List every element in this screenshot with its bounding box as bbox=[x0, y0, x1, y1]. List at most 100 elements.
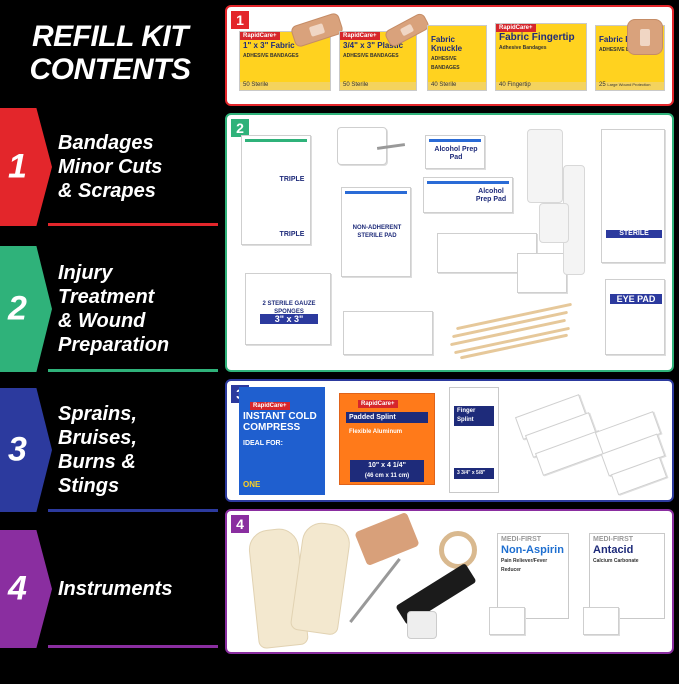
gauze-sponges: 2 STERILE GAUZE SPONGES 3" x 3" bbox=[245, 273, 331, 345]
product-sub: Calcium Carbonate bbox=[593, 558, 639, 564]
section-3-label: Sprains, Bruises, Burns & Stings bbox=[58, 402, 216, 498]
packet-stripe bbox=[245, 139, 307, 142]
section-4-band: 4 Instruments bbox=[0, 530, 218, 648]
product-fingertip-bandages: RapidCare+ Fabric Fingertip Adhesive Ban… bbox=[495, 23, 587, 91]
left-column: REFILL KIT CONTENTS 1 Bandages Minor Cut… bbox=[0, 0, 218, 684]
panel-3-sprains: 3 RapidCare+ INSTANT COLD COMPRESS IDEAL… bbox=[225, 379, 674, 502]
panel-1-tag: 1 bbox=[231, 11, 249, 29]
packet-label: Alcohol Prep Pad bbox=[475, 188, 507, 203]
section-1-underline bbox=[48, 223, 218, 226]
product-size: 10" x 4 1/4" bbox=[350, 460, 424, 471]
section-3-line: Bruises, bbox=[58, 427, 137, 449]
section-3-line: Stings bbox=[58, 475, 120, 497]
product-title: Antacid bbox=[593, 544, 634, 556]
section-2-band: 2 Injury Treatment & Wound Preparation bbox=[0, 246, 218, 372]
packet-stripe bbox=[427, 181, 509, 184]
eye-pad: EYE PAD bbox=[605, 279, 665, 355]
section-1-line: Bandages bbox=[58, 132, 154, 154]
section-1-line: Minor Cuts bbox=[58, 156, 163, 178]
page-title: REFILL KIT CONTENTS bbox=[10, 20, 210, 86]
alcohol-prep-pad: Alcohol Prep Pad bbox=[423, 177, 513, 213]
antacid-box: MEDI-FIRST Antacid Calcium Carbonate bbox=[589, 533, 665, 619]
panel-4-instruments: 4 MEDI-FIRST Non-Aspirin Pain Reliever/F… bbox=[225, 509, 674, 654]
bandage-patch-image bbox=[627, 19, 663, 55]
panel-2-wound-care: 2 TRIPLE TRIPLE NON-ADHERENT STERILE PAD… bbox=[225, 113, 674, 372]
product-plastic-bandages: RapidCare+ 3/4" x 3" Plastic ADHESIVE BA… bbox=[339, 31, 417, 91]
packet-label: Alcohol Prep Pad bbox=[434, 146, 478, 161]
section-2-number: 2 bbox=[8, 289, 27, 328]
section-4-number: 4 bbox=[8, 569, 27, 608]
section-4-line: Instruments bbox=[58, 578, 173, 600]
non-aspirin-box: MEDI-FIRST Non-Aspirin Pain Reliever/Fev… bbox=[497, 533, 569, 619]
panel-2-tag: 2 bbox=[231, 119, 249, 137]
section-3-underline bbox=[48, 509, 218, 512]
section-2-line: & Wound bbox=[58, 310, 146, 332]
product-note: Sterile bbox=[351, 82, 369, 88]
product-brand: MEDI-FIRST bbox=[593, 536, 634, 543]
product-brand: MEDI-FIRST bbox=[501, 536, 542, 543]
section-2-underline bbox=[48, 369, 218, 372]
packet-label: STERILE bbox=[606, 230, 662, 238]
packet-label: EYE PAD bbox=[610, 294, 662, 304]
tweezers-icon bbox=[349, 558, 401, 623]
product-ideal: IDEAL FOR: bbox=[243, 440, 283, 447]
bandage-packets bbox=[343, 311, 433, 355]
product-title: 3/4" x 3" Plastic bbox=[343, 41, 404, 50]
product-sub: ADHESIVE BANDAGES bbox=[343, 53, 399, 59]
non-aspirin-packet bbox=[489, 607, 525, 635]
product-title: Fabric Patch bbox=[599, 35, 648, 44]
section-1-label: Bandages Minor Cuts & Scrapes bbox=[58, 131, 216, 203]
section-3-band: 3 Sprains, Bruises, Burns & Stings bbox=[0, 388, 218, 512]
product-note: Large Wound Protection bbox=[607, 82, 651, 87]
product-strip: 25 Large Wound Protection bbox=[596, 82, 664, 90]
product-sub: Adhesive Bandages bbox=[499, 45, 547, 51]
section-2-line: Preparation bbox=[58, 334, 170, 356]
product-count: 50 bbox=[343, 82, 350, 88]
alcohol-prep-pad: Alcohol Prep Pad bbox=[425, 135, 485, 169]
product-sub: ADHESIVE BANDAGES bbox=[243, 53, 299, 59]
triple-antibiotic-packets: TRIPLE TRIPLE bbox=[241, 135, 311, 245]
packet-stripe bbox=[429, 139, 481, 142]
glove bbox=[289, 520, 353, 636]
product-size: 3 3/4" x 5/8" bbox=[454, 468, 494, 479]
product-count: 25 bbox=[599, 82, 606, 88]
product-brand: RapidCare+ bbox=[496, 24, 536, 32]
sterile-pads: STERILE bbox=[601, 129, 665, 263]
product-sub: Pain Reliever/Fever Reducer bbox=[501, 558, 548, 573]
cold-compress: RapidCare+ INSTANT COLD COMPRESS IDEAL F… bbox=[239, 387, 325, 495]
tape-roll-icon bbox=[439, 531, 477, 569]
gauze-roll bbox=[539, 203, 569, 243]
packet-label: 2 STERILE GAUZE SPONGES bbox=[262, 301, 316, 315]
product-count: 50 bbox=[243, 82, 250, 88]
section-1-line: & Scrapes bbox=[58, 180, 156, 202]
packet-size: 3" x 3" bbox=[260, 314, 318, 324]
product-note: Sterile bbox=[251, 82, 269, 88]
title-line-1: REFILL KIT bbox=[31, 20, 189, 53]
packet-label: TRIPLE bbox=[279, 231, 305, 238]
product-knuckle-bandages: Fabric Knuckle ADHESIVE BANDAGES 40 Ster… bbox=[427, 25, 487, 91]
section-4-label: Instruments bbox=[58, 577, 216, 601]
packet-stripe bbox=[345, 191, 407, 194]
product-fabric-bandages: RapidCare+ 1" x 3" Fabric ADHESIVE BANDA… bbox=[239, 31, 331, 91]
non-adherent-pad: NON-ADHERENT STERILE PAD bbox=[341, 187, 411, 277]
product-brand: RapidCare+ bbox=[340, 32, 380, 40]
product-title: Finger Splint bbox=[454, 406, 494, 426]
gauze-roll bbox=[527, 129, 563, 203]
product-strip: 50 Sterile bbox=[340, 82, 416, 90]
product-title: Fabric Knuckle bbox=[431, 35, 463, 53]
section-1-band: 1 Bandages Minor Cuts & Scrapes bbox=[0, 108, 218, 226]
packet-label: NON-ADHERENT STERILE PAD bbox=[352, 225, 402, 239]
product-count: 40 bbox=[431, 82, 438, 88]
product-title: Non-Aspirin bbox=[501, 544, 564, 556]
product-brand: RapidCare+ bbox=[358, 400, 398, 408]
antacid-packet bbox=[583, 607, 619, 635]
packet-label: TRIPLE bbox=[279, 176, 305, 183]
product-count: 40 bbox=[499, 82, 506, 88]
section-2-line: Injury bbox=[58, 262, 113, 284]
section-2-line: Treatment bbox=[58, 286, 155, 308]
antiseptic-wipes bbox=[517, 253, 567, 293]
section-2-label: Injury Treatment & Wound Preparation bbox=[58, 261, 216, 357]
bandage-wrap bbox=[407, 611, 437, 639]
padded-splint: RapidCare+ Padded Splint Flexible Alumin… bbox=[339, 393, 435, 485]
product-sub: ADHESIVE BANDAGES bbox=[599, 47, 655, 53]
